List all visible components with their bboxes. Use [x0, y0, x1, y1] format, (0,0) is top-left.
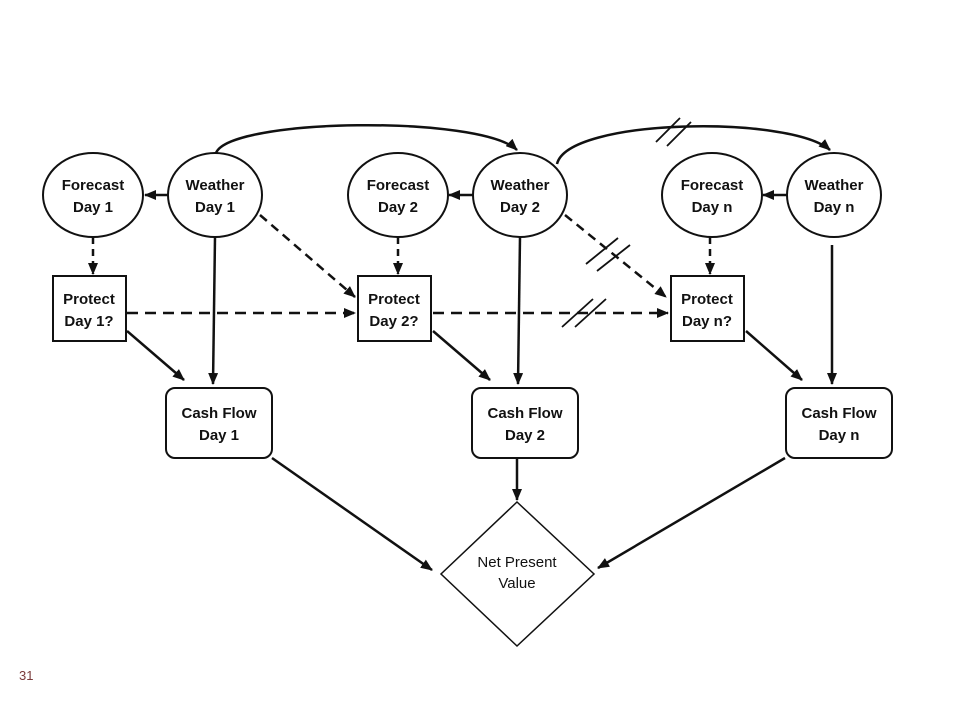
node-cashflow-day2-line1: Cash Flow: [487, 405, 562, 422]
node-protect-dayn: Protect Day n?: [670, 275, 745, 342]
node-weather-day1-line2: Day 1: [195, 199, 235, 216]
edges: [88, 123, 837, 572]
break-mark-horizontal: [561, 298, 607, 328]
node-protect-day2-line1: Protect: [368, 291, 420, 308]
node-forecast-day1-line1: Forecast: [62, 177, 125, 194]
node-cashflow-day1: Cash Flow Day 1: [165, 387, 273, 459]
node-weather-day2-line2: Day 2: [500, 199, 540, 216]
node-weather-day1-line1: Weather: [186, 177, 245, 194]
node-cashflow-dayn-line2: Day n: [819, 427, 860, 444]
node-protect-dayn-line2: Day n?: [682, 313, 732, 330]
node-protect-dayn-line1: Protect: [681, 291, 733, 308]
node-cashflow-day1-line2: Day 1: [199, 427, 239, 444]
node-npv-line2: Value: [498, 575, 535, 592]
node-protect-day2: Protect Day 2?: [357, 275, 432, 342]
edge-cashflown-npv: [597, 456, 786, 570]
edge-weather2-weathern: [555, 125, 831, 165]
node-cashflow-day2-line2: Day 2: [505, 427, 545, 444]
node-cashflow-day2: Cash Flow Day 2: [471, 387, 579, 459]
edge-protect2-cashflow2: [432, 330, 491, 381]
node-forecast-day1: Forecast Day 1: [42, 152, 144, 238]
edge-weather1-cashflow1: [208, 236, 219, 385]
node-forecast-dayn: Forecast Day n: [661, 152, 763, 238]
node-npv: Net Present Value: [439, 500, 596, 648]
node-weather-day2: Weather Day 2: [472, 152, 568, 238]
node-weather-day2-line1: Weather: [491, 177, 550, 194]
node-forecast-day1-line2: Day 1: [73, 199, 113, 216]
edge-weather1-protect2: [259, 214, 356, 298]
page-number: 31: [19, 668, 34, 683]
node-weather-dayn: Weather Day n: [786, 152, 882, 238]
node-npv-line1: Net Present: [477, 554, 557, 571]
break-marks: [561, 117, 692, 328]
node-protect-day1-line2: Day 1?: [64, 313, 113, 330]
node-forecast-dayn-line1: Forecast: [681, 177, 744, 194]
node-protect-day1-line1: Protect: [63, 291, 115, 308]
edge-protect1-cashflow1: [126, 330, 185, 381]
node-cashflow-dayn-line1: Cash Flow: [801, 405, 876, 422]
node-protect-day1: Protect Day 1?: [52, 275, 127, 342]
node-weather-dayn-line2: Day n: [814, 199, 855, 216]
node-forecast-day2: Forecast Day 2: [347, 152, 449, 238]
node-forecast-dayn-line2: Day n: [692, 199, 733, 216]
node-forecast-day2-line2: Day 2: [378, 199, 418, 216]
node-cashflow-dayn: Cash Flow Day n: [785, 387, 893, 459]
node-cashflow-day1-line1: Cash Flow: [181, 405, 256, 422]
node-forecast-day2-line1: Forecast: [367, 177, 430, 194]
edge-cashflow1-npv: [271, 456, 433, 572]
node-weather-dayn-line1: Weather: [805, 177, 864, 194]
edge-protectn-cashflown: [745, 330, 803, 381]
break-mark-weather-arc: [655, 117, 692, 147]
edge-weather2-cashflow2: [513, 236, 524, 385]
break-mark-diagonal: [585, 237, 631, 272]
node-weather-day1: Weather Day 1: [167, 152, 263, 238]
node-protect-day2-line2: Day 2?: [369, 313, 418, 330]
edge-weather1-weather2: [214, 123, 518, 154]
